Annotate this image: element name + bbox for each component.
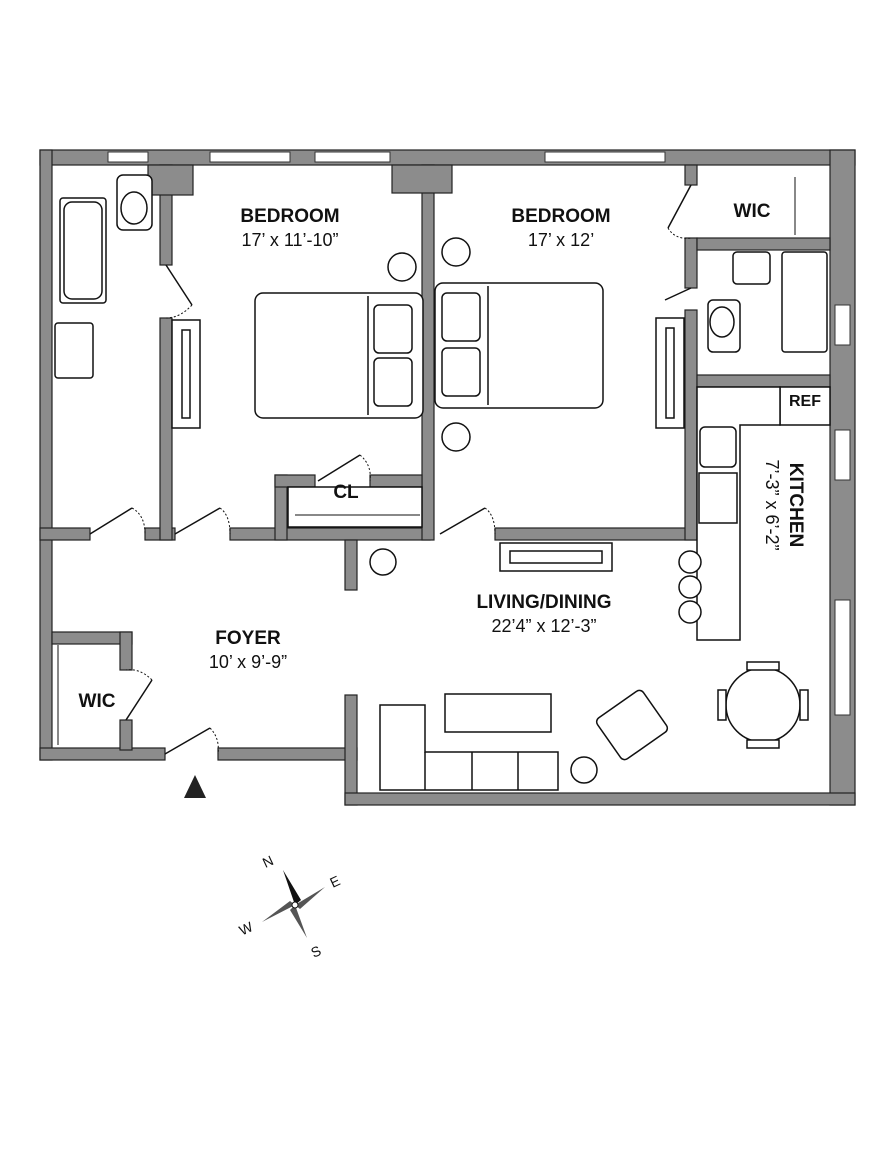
- living-dims: 22’4” x 12’-3”: [491, 616, 596, 636]
- compass-w: W: [237, 918, 256, 938]
- bedroom1-dims: 17’ x 11’-10”: [241, 230, 338, 250]
- kitchen-dims: 7’-3” x 6’-2”: [762, 459, 782, 550]
- bedroom2-dims: 17’ x 12’: [528, 230, 594, 250]
- closet-label: CL: [333, 482, 359, 503]
- windows: [107, 151, 851, 716]
- bedroom1-label: BEDROOM: [240, 206, 339, 227]
- doors: [89, 184, 692, 755]
- closet-shelves: [57, 177, 796, 745]
- wic-foyer-label: WIC: [79, 691, 116, 712]
- foyer-dims: 10’ x 9’-9”: [209, 652, 287, 672]
- compass-icon: N E S W: [237, 852, 343, 961]
- ref-label: REF: [789, 393, 821, 410]
- fixtures: [54, 174, 831, 791]
- wic-top-label: WIC: [734, 201, 771, 222]
- compass-s: S: [308, 942, 323, 960]
- foyer-label: FOYER: [215, 628, 281, 649]
- walls: [39, 149, 856, 806]
- compass-n: N: [260, 852, 276, 871]
- entrance-arrow-icon: [184, 775, 206, 798]
- living-label: LIVING/DINING: [476, 592, 611, 613]
- bedroom2-label: BEDROOM: [511, 206, 610, 227]
- kitchen-label: KITCHEN: [785, 463, 806, 547]
- compass-e: E: [327, 872, 342, 890]
